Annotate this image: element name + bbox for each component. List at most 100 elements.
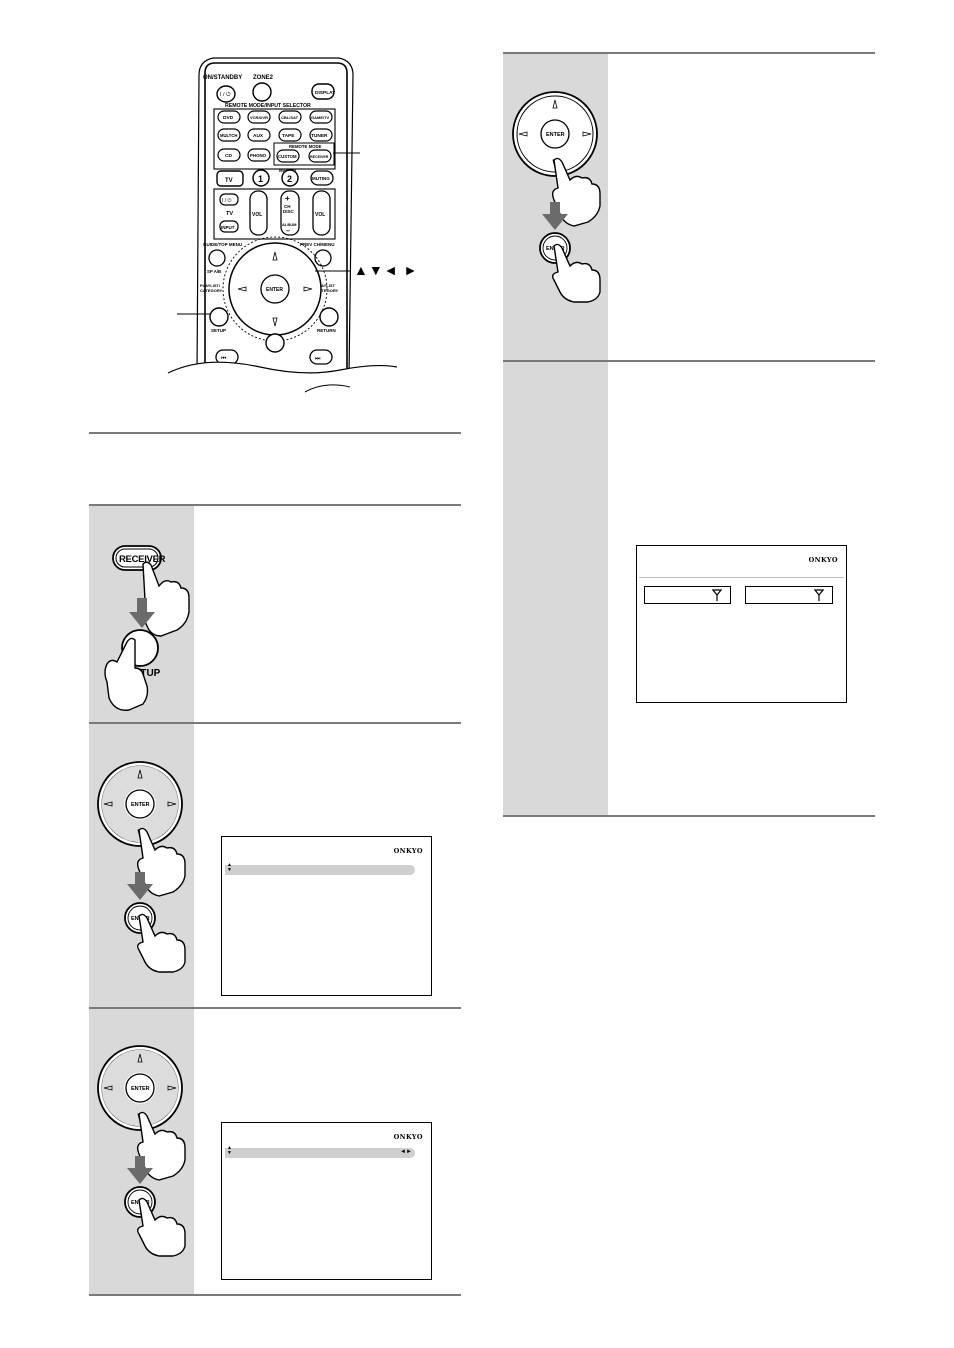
onkyo-logo: ONKYO [393, 1133, 423, 1141]
svg-text:ENTER: ENTER [546, 132, 565, 138]
tv-input-button[interactable]: INPUT [219, 220, 239, 233]
next-track-button[interactable] [309, 349, 333, 365]
svg-text:CH: CH [284, 204, 291, 209]
svg-text:VOL: VOL [315, 212, 325, 218]
setup-label: SETUP [211, 328, 226, 333]
vcr-dvr-button[interactable]: VCR/DVR [247, 110, 271, 124]
remote-control-illustration: ON/STANDBY ZONE2 I / ⏻ DISPLAY REMOTE MO… [167, 57, 398, 400]
dpad-up-icon[interactable] [272, 251, 278, 261]
display-button[interactable]: DISPLAY [311, 83, 336, 100]
cd-button[interactable]: CD [217, 148, 241, 162]
muting-button[interactable]: MUTING [310, 170, 334, 186]
down-arrow-icon [127, 1156, 153, 1184]
right-step-divider [503, 360, 608, 362]
up-down-selector-icon: ▲▼ [227, 1145, 232, 1156]
down-arrow-icon [542, 202, 568, 230]
step3-top-rule [89, 1007, 461, 1009]
pointing-hand-icon [551, 243, 601, 303]
playlist-right-label: PLAYLIST [316, 283, 336, 288]
remote-mode-label: REMOTE MODE [289, 144, 322, 149]
svg-text:AUX: AUX [253, 133, 264, 139]
pointing-hand-icon [138, 561, 190, 637]
step2-illustration: ENTER ENTER [97, 761, 186, 973]
menu-highlight-bar [225, 1148, 415, 1158]
zone2-label: ZONE2 [253, 75, 274, 81]
pointing-hand-icon [136, 1197, 186, 1257]
step1-illustration: RECEIVER SETUP [104, 545, 190, 711]
pointing-hand-icon [104, 637, 149, 711]
cutoff-wave [167, 361, 398, 374]
dpad-down-icon[interactable] [272, 317, 278, 327]
right-bottom-rule [503, 815, 875, 817]
pointing-hand-icon [136, 913, 186, 973]
tv-button[interactable]: TV [216, 170, 244, 187]
macro-1-button[interactable]: 1 [252, 169, 270, 187]
antenna-icon [712, 589, 722, 601]
multich-button[interactable]: MULTCH [217, 128, 241, 142]
tv-vol-rocker[interactable]: VOL [249, 190, 268, 236]
tuner-button[interactable]: TUNER [309, 128, 333, 142]
prev-ch-menu-label: PREV CH/MENU [300, 242, 335, 247]
cbl-sat-button[interactable]: CBL/SAT [278, 110, 302, 124]
return-label: RETURN [317, 328, 336, 333]
svg-text:VCR/DVR: VCR/DVR [250, 115, 268, 120]
svg-text:CD: CD [225, 153, 232, 159]
svg-text:⏮: ⏮ [221, 356, 227, 362]
step2-top-rule [89, 722, 461, 724]
svg-text:TUNER: TUNER [311, 133, 328, 139]
value-box-right [745, 586, 833, 604]
tv-power-button[interactable]: I / ⏻ [219, 193, 239, 206]
game-tv-button[interactable]: GAME/TV [309, 110, 333, 124]
svg-text:CATEGORY: CATEGORY [200, 288, 223, 293]
svg-text:SETUP: SETUP [127, 668, 161, 679]
svg-text:MUTING: MUTING [312, 176, 330, 181]
step4-top-rule [503, 52, 875, 54]
step5-osd-screen: ONKYO [636, 545, 847, 703]
svg-text:RECEIVER: RECEIVER [119, 554, 166, 565]
guide-top-menu-button[interactable] [208, 249, 226, 267]
return-button[interactable] [319, 307, 339, 327]
svg-text:VOL: VOL [252, 212, 262, 218]
svg-text:ENTER: ENTER [266, 287, 283, 293]
setup-button[interactable] [209, 307, 229, 327]
svg-text:PHONO: PHONO [250, 153, 267, 158]
custom-button[interactable]: CUSTOM [276, 149, 300, 163]
svg-text:MULTCH: MULTCH [220, 133, 237, 138]
vol-rocker[interactable]: VOL [312, 190, 331, 236]
left-step-divider-2 [89, 1007, 194, 1009]
prev-ch-menu-button[interactable] [314, 249, 332, 267]
phono-button[interactable]: PHONO [247, 148, 271, 162]
svg-text:1: 1 [258, 174, 263, 184]
onkyo-logo: ONKYO [393, 847, 423, 855]
dpad-large[interactable]: ENTER [97, 761, 183, 847]
receiver-mode-button[interactable]: RECEIVER [308, 149, 332, 163]
steps-bottom-rule [89, 1294, 461, 1296]
aux-button[interactable]: AUX [247, 128, 271, 142]
svg-text:CUSTOM: CUSTOM [278, 154, 297, 159]
enter-button[interactable]: ENTER [260, 274, 290, 304]
left-step-divider-1 [89, 722, 194, 724]
power-button[interactable]: I / ⏻ [216, 85, 236, 103]
dpad-left-icon[interactable] [237, 286, 247, 292]
dvd-button[interactable]: DVD [217, 110, 241, 124]
dpad-right-icon[interactable] [303, 286, 313, 292]
step2-osd-screen: ONKYO ▲▼ [221, 836, 432, 996]
sp-ab-label: SP A/B [207, 269, 221, 274]
step1-top-rule [89, 504, 461, 506]
screen-separator [639, 577, 844, 578]
svg-text:+: + [285, 194, 290, 203]
dpad-large[interactable]: ENTER [512, 91, 598, 177]
left-right-value-icon: ◄► [400, 1149, 412, 1155]
tape-button[interactable]: TAPE [278, 128, 302, 142]
value-box-left [644, 586, 731, 604]
step3-osd-screen: ONKYO ▲▼ ◄► [221, 1122, 432, 1280]
macro-2-button[interactable]: 2 [281, 169, 299, 187]
down-arrow-icon [127, 872, 153, 900]
input-selector-label: REMOTE MODE/INPUT SELECTOR [225, 103, 311, 109]
receiver-button[interactable]: RECEIVER [112, 545, 166, 571]
svg-text:TV: TV [225, 178, 233, 184]
menu-highlight-bar [225, 865, 415, 875]
bottom-center-button[interactable] [265, 333, 285, 353]
zone2-button[interactable] [252, 82, 272, 102]
